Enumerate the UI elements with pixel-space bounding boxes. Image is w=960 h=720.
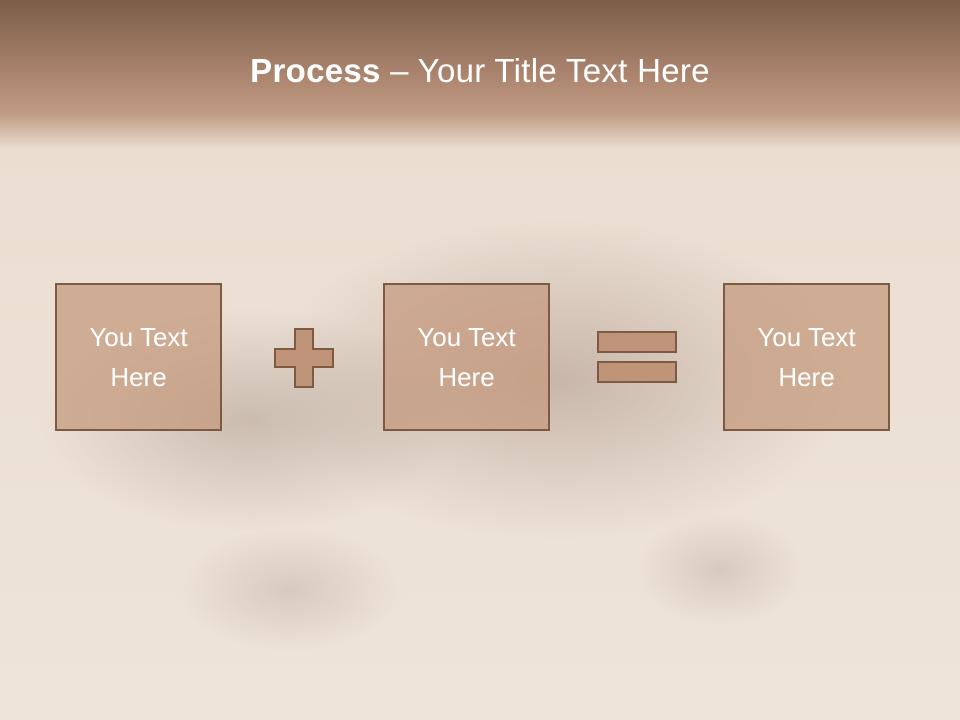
- process-box-1[interactable]: You Text Here: [55, 283, 222, 431]
- title-band: [0, 0, 960, 150]
- process-box-2[interactable]: You Text Here: [383, 283, 550, 431]
- process-box-2-text: You Text Here: [417, 322, 516, 392]
- plus-icon: [274, 328, 334, 388]
- slide-title: Process – Your Title Text Here: [0, 52, 960, 90]
- equals-icon: [597, 331, 677, 383]
- process-box-3[interactable]: You Text Here: [723, 283, 890, 431]
- process-box-1-text: You Text Here: [89, 322, 188, 392]
- slide-title-rest: – Your Title Text Here: [380, 52, 710, 89]
- slide-title-bold: Process: [250, 52, 381, 89]
- process-box-3-text: You Text Here: [757, 322, 856, 392]
